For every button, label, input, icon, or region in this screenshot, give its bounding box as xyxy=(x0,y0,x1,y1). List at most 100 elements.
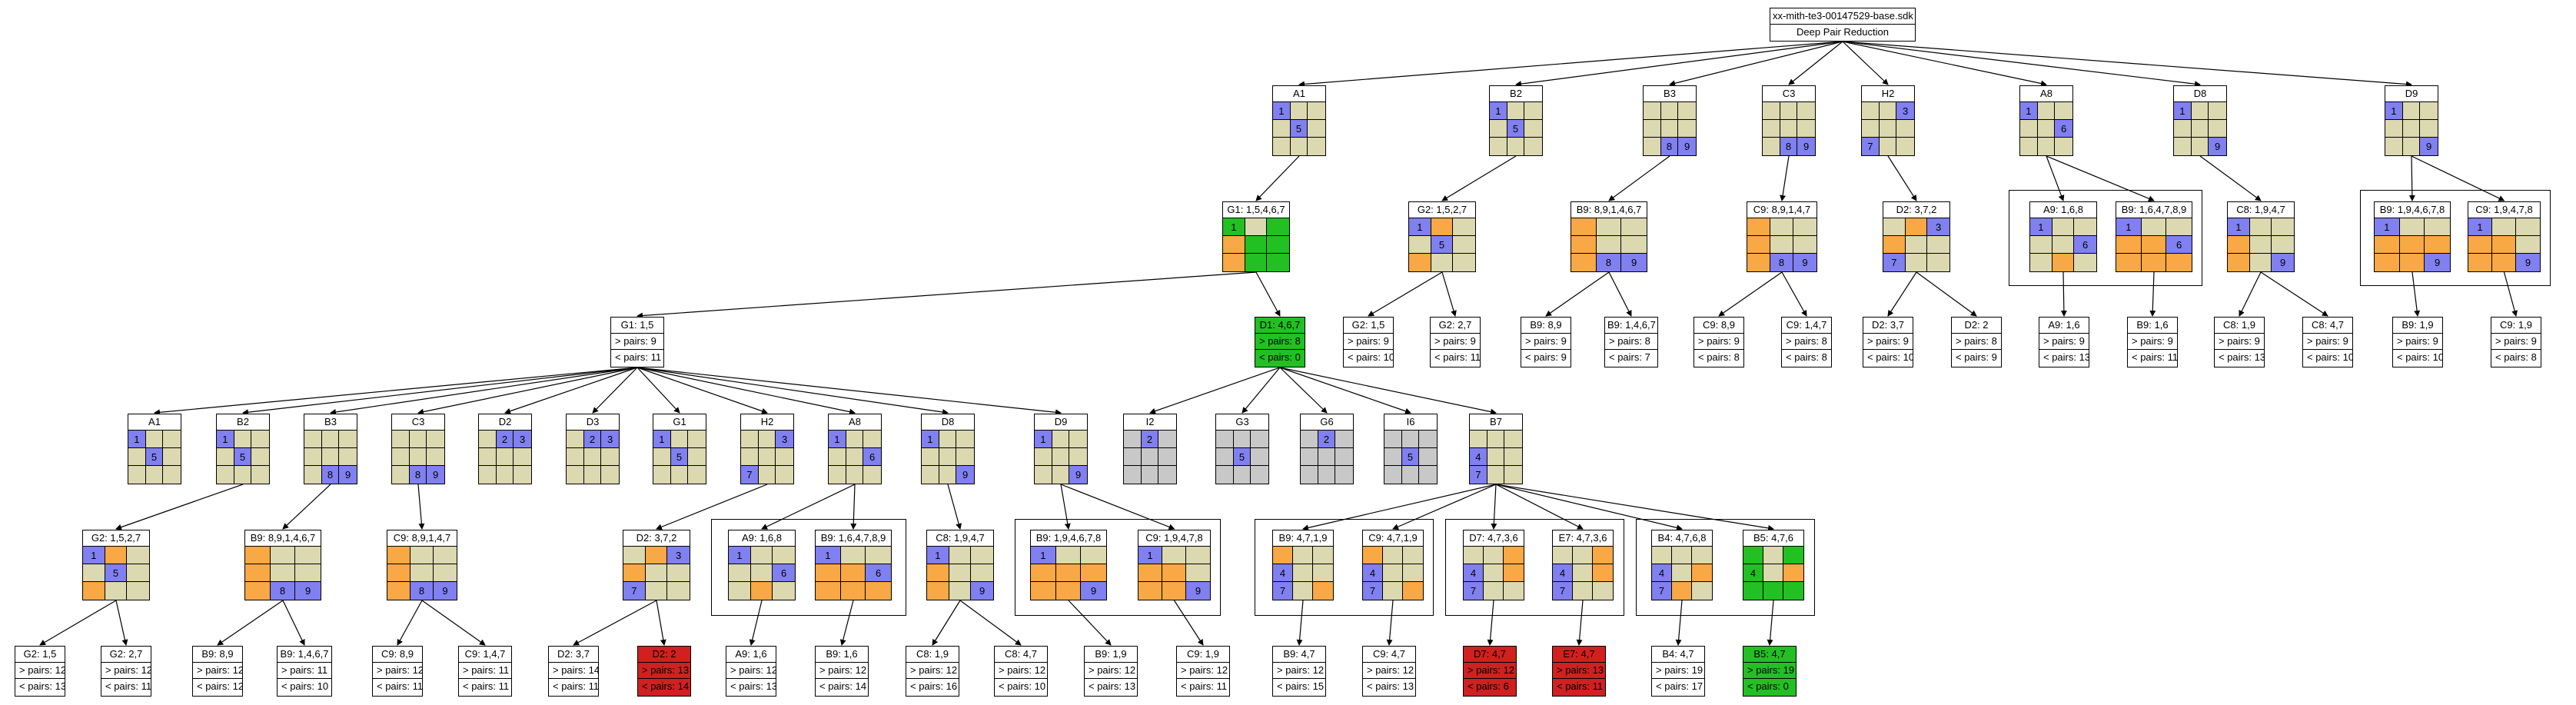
node-l6-b5[interactable]: B5: 4,7> pairs: 19< pairs: 0 xyxy=(1743,646,1797,697)
node-l6-c9b[interactable]: C9: 1,4,7> pairs: 11< pairs: 11 xyxy=(458,646,512,697)
node-l6-e7[interactable]: E7: 4,7> pairs: 13< pairs: 11 xyxy=(1552,646,1606,697)
node-l6-c9a[interactable]: C9: 8,9> pairs: 12< pairs: 11 xyxy=(372,646,423,697)
node-l3-d2a[interactable]: D2: 3,7> pairs: 9< pairs: 10 xyxy=(1863,317,1913,367)
node-l6-c9e[interactable]: C9: 4,7> pairs: 12< pairs: 13 xyxy=(1362,646,1416,697)
node-l3-g2b[interactable]: G2: 2,7> pairs: 9< pairs: 11 xyxy=(1430,317,1481,367)
node-l6-a9[interactable]: A9: 1,6> pairs: 12< pairs: 13 xyxy=(726,646,776,697)
node-label: C9: 1,9 xyxy=(2491,318,2541,334)
node-l6-c8b[interactable]: C8: 4,7> pairs: 12< pairs: 10 xyxy=(994,646,1048,697)
node-l6-d2a[interactable]: D2: 3,7> pairs: 14< pairs: 11 xyxy=(548,646,599,697)
grid-cell xyxy=(2516,218,2540,236)
node-l6-b9c[interactable]: B9: 1,6> pairs: 12< pairs: 14 xyxy=(815,646,869,697)
grid-cell xyxy=(840,547,866,564)
node-l6-c9c[interactable]: C9: 1,9> pairs: 12< pairs: 11 xyxy=(1176,646,1230,697)
node-l3-g1[interactable]: G1: 1,5> pairs: 9< pairs: 11 xyxy=(610,317,664,367)
grid-cell xyxy=(1158,448,1176,466)
node-l6-c8a[interactable]: C8: 1,9> pairs: 12< pairs: 16 xyxy=(906,646,959,697)
grid-cell xyxy=(1055,564,1082,582)
node-l3-b9a[interactable]: B9: 8,9> pairs: 9< pairs: 9 xyxy=(1521,317,1571,367)
node-l3-d1[interactable]: D1: 4,6,7> pairs: 8< pairs: 0 xyxy=(1255,317,1305,367)
pairs-above: > pairs: 9 xyxy=(1521,334,1571,350)
node-label: H2 xyxy=(1862,86,1914,102)
node-l6-d2b[interactable]: D2: 2> pairs: 13< pairs: 14 xyxy=(637,646,691,697)
node-l3-c9b[interactable]: C9: 1,4,7> pairs: 8< pairs: 8 xyxy=(1781,317,1832,367)
node-l3-c9c[interactable]: C9: 1,9> pairs: 9< pairs: 8 xyxy=(2491,317,2541,367)
grid-cell xyxy=(2191,138,2209,155)
node-l3-b9c[interactable]: B9: 1,6> pairs: 9< pairs: 11 xyxy=(2127,317,2178,367)
node-l3-c9a[interactable]: C9: 8,9> pairs: 9< pairs: 8 xyxy=(1694,317,1744,367)
node-l3-g2a[interactable]: G2: 1,5> pairs: 9< pairs: 10 xyxy=(1343,317,1394,367)
node-l3-d2b[interactable]: D2: 2> pairs: 8< pairs: 9 xyxy=(1951,317,2002,367)
node-l6-b9a[interactable]: B9: 8,9> pairs: 12< pairs: 12 xyxy=(192,646,243,697)
node-l6-b9e[interactable]: B9: 4,7> pairs: 12< pairs: 15 xyxy=(1272,646,1326,697)
grid-cell xyxy=(304,431,322,448)
node-l6-d7[interactable]: D7: 4,7> pairs: 12< pairs: 6 xyxy=(1463,646,1517,697)
node-l6-b9b[interactable]: B9: 1,4,6,7> pairs: 11< pairs: 10 xyxy=(277,646,332,697)
node-l6-g2a[interactable]: G2: 1,5> pairs: 12< pairs: 13 xyxy=(15,646,65,697)
node-l6-b4[interactable]: B4: 4,7> pairs: 19< pairs: 17 xyxy=(1651,646,1705,697)
node-l3-b9d[interactable]: B9: 1,9> pairs: 9< pairs: 10 xyxy=(2392,317,2443,367)
grid-cell: 1 xyxy=(2174,102,2192,120)
node-l6-g2b[interactable]: G2: 2,7> pairs: 12< pairs: 11 xyxy=(101,646,151,697)
grid-cell xyxy=(1267,254,1289,271)
node-l3-b9b[interactable]: B9: 1,4,6,7> pairs: 8< pairs: 7 xyxy=(1604,317,1658,367)
node-l3-a9[interactable]: A9: 1,6> pairs: 9< pairs: 13 xyxy=(2039,317,2089,367)
grid-cell xyxy=(245,564,271,582)
node-l6-b9d[interactable]: B9: 1,9> pairs: 12< pairs: 13 xyxy=(1084,646,1138,697)
node-l3-c8a[interactable]: C8: 1,9> pairs: 9< pairs: 13 xyxy=(2214,317,2265,367)
node-label: A8 xyxy=(2020,86,2072,102)
node-l3-c8b[interactable]: C8: 4,7> pairs: 9< pairs: 10 xyxy=(2302,317,2353,367)
